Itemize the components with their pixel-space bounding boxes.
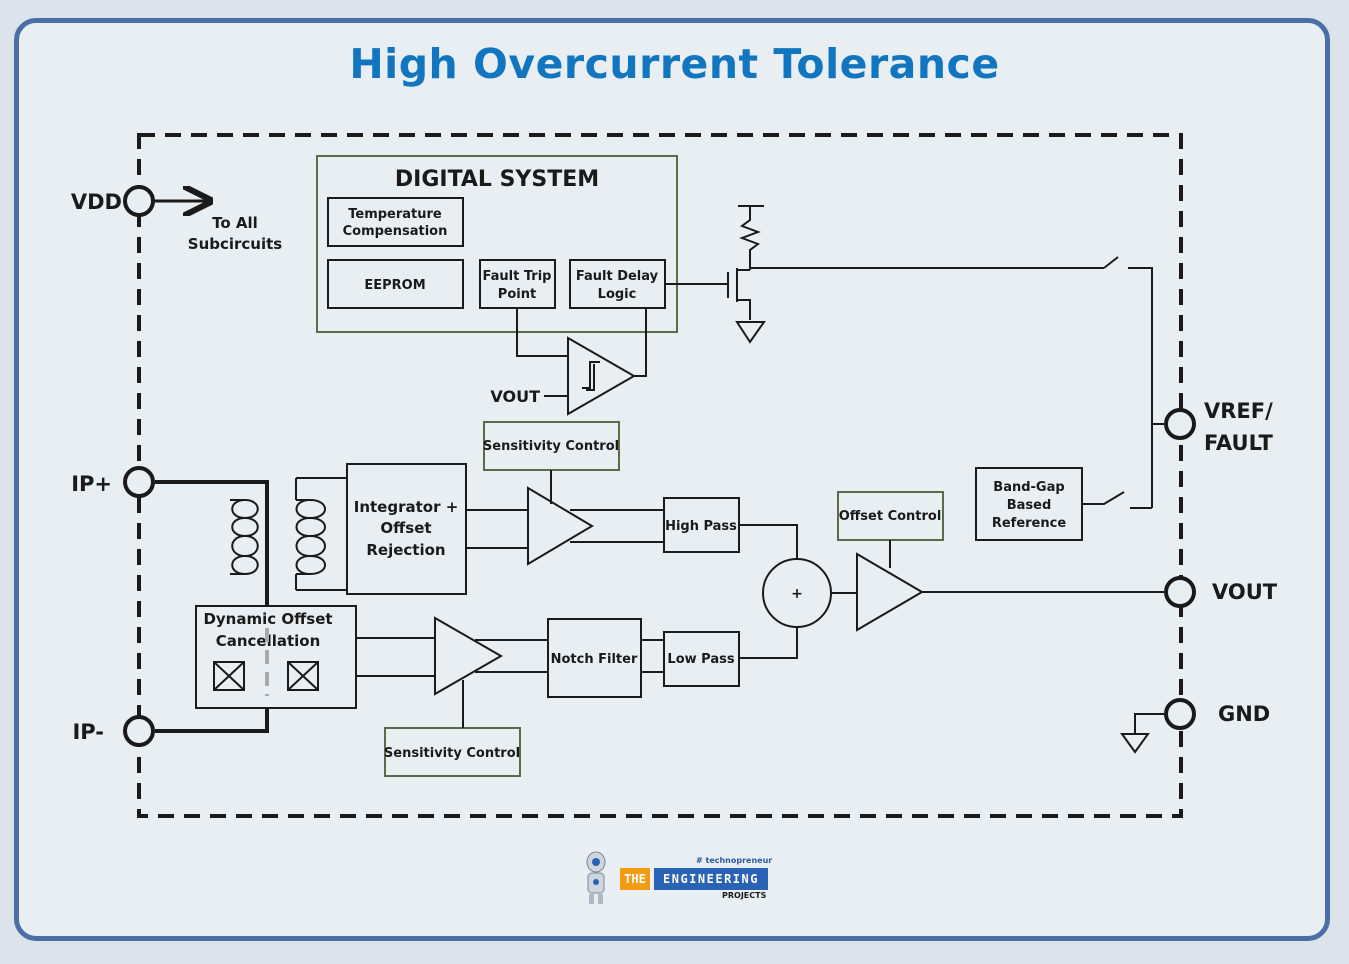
ip-plus-pin [123, 466, 155, 498]
wire-comparator-to-fault-delay [634, 308, 647, 377]
fault-delay-label-1: Fault Delay [576, 269, 659, 284]
vref-fault-pin [1164, 408, 1196, 440]
wire-to-fault-switch [750, 256, 1153, 508]
resistor-icon [738, 205, 764, 270]
bandgap-label-2: Based [1007, 498, 1052, 513]
wire-highpass-to-summer [739, 524, 798, 560]
eeprom-label: EEPROM [364, 278, 425, 293]
integrator-label-3: Rejection [366, 541, 445, 559]
wire-amp-to-highpass [570, 509, 664, 543]
wire-dynoffset-to-amp [356, 637, 435, 677]
integrator-box [346, 463, 467, 595]
hall-element-right-cross-icon [287, 661, 319, 691]
logo-projects: PROJECTS [722, 891, 767, 900]
offset-control-label: Offset Control [839, 509, 942, 524]
notch-filter-box [547, 618, 642, 698]
to-all-label-1: To All [212, 214, 258, 232]
fault-trip-label-2: Point [498, 287, 536, 302]
schmitt-comparator [567, 336, 637, 416]
primary-conductor [155, 480, 269, 733]
ground-icon [1120, 733, 1150, 754]
logo-the: THE [620, 868, 650, 890]
eeprom-box [327, 259, 464, 309]
hall-element-left-cross-icon [213, 661, 245, 691]
wire-integrator-to-amp [466, 509, 528, 549]
fault-delay-label-2: Logic [598, 287, 637, 302]
wire-lowpass-to-summer [739, 627, 798, 659]
gnd-wire [1134, 713, 1166, 734]
integrator-label-2: Offset [380, 519, 431, 537]
wire-amp-to-notch [475, 639, 548, 673]
coil-left-icon [230, 499, 259, 576]
temp-compensation-label-1: Temperature [348, 207, 442, 222]
digital-system-title: DIGITAL SYSTEM [395, 167, 599, 192]
ip-minus-pin [123, 715, 155, 747]
gnd-label: GND [1218, 702, 1270, 726]
temp-compensation-box [327, 197, 464, 247]
high-pass-label: High Pass [665, 519, 737, 534]
hall-element-right-icon [287, 661, 319, 691]
logo-tagline: # technopreneur [696, 856, 773, 865]
temp-compensation-label-2: Compensation [343, 224, 448, 239]
transistor-icon [727, 268, 751, 320]
chip-boundary [137, 133, 1183, 818]
vout-label: VOUT [1212, 580, 1278, 604]
transistor-ground-icon [735, 321, 766, 344]
low-pass-label: Low Pass [667, 652, 734, 667]
sensitivity-control-top-label: Sensitivity Control [483, 439, 619, 454]
gnd-pin [1164, 698, 1196, 730]
bandgap-label-3: Reference [992, 516, 1066, 531]
sensitivity-control-bottom-label: Sensitivity Control [384, 746, 520, 761]
page-title: High Overcurrent Tolerance [349, 40, 1000, 88]
vout-pin [1164, 576, 1196, 608]
wire-fault-trip-to-comparator [516, 308, 568, 357]
notch-filter-label: Notch Filter [551, 652, 638, 667]
digital-system-box [316, 155, 678, 333]
bandgap-label-1: Band-Gap [993, 480, 1064, 495]
ip-plus-label: IP+ [71, 472, 112, 496]
outer-frame [14, 18, 1330, 941]
vdd-pin [123, 185, 155, 217]
logo: # technopreneur THE ENGINEERING PROJECTS [576, 848, 776, 912]
hall-element-left-icon [213, 661, 245, 691]
logo-engineering: ENGINEERING [654, 868, 768, 890]
ip-minus-label: IP- [72, 720, 104, 744]
dynamic-offset-label-1: Dynamic Offset [203, 610, 332, 628]
robot-logo-icon [586, 851, 606, 904]
coil-right-icon [295, 477, 347, 591]
upper-amplifier [527, 486, 594, 566]
integrator-label-1: Integrator + [354, 498, 459, 516]
sensitivity-control-bottom-box [384, 727, 521, 777]
fault-trip-label-1: Fault Trip [483, 269, 552, 284]
vdd-label: VDD [71, 190, 122, 214]
vref-label-1: VREF/ [1204, 399, 1273, 423]
wire-bandgap-switch [1082, 423, 1164, 509]
hysteresis-icon [582, 361, 600, 391]
summer-label: + [791, 586, 803, 602]
to-all-label-2: Subcircuits [188, 235, 283, 253]
wire-notch-to-lowpass [641, 639, 664, 673]
lower-amplifier [434, 616, 504, 696]
vref-label-2: FAULT [1204, 431, 1273, 455]
comparator-vout-label: VOUT [490, 387, 540, 406]
dynamic-offset-box [195, 605, 357, 709]
